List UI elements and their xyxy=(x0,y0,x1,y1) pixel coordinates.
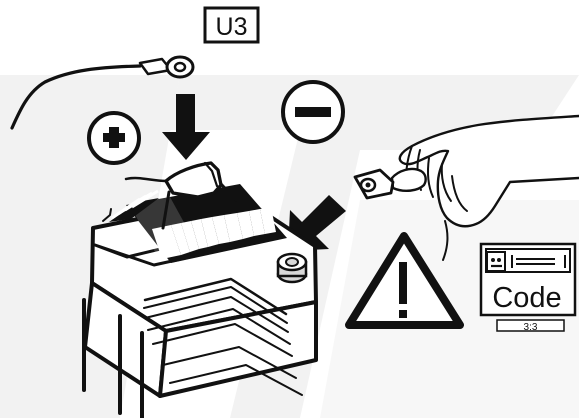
radio-code-word: Code xyxy=(492,282,561,314)
page-indicator-text: 3:3 xyxy=(524,322,538,333)
connector-code-text: U3 xyxy=(216,13,248,41)
minus-icon xyxy=(283,82,343,142)
connector-code-label: U3 xyxy=(205,8,258,42)
plus-icon xyxy=(89,113,139,163)
negative-terminal-post xyxy=(278,254,306,282)
